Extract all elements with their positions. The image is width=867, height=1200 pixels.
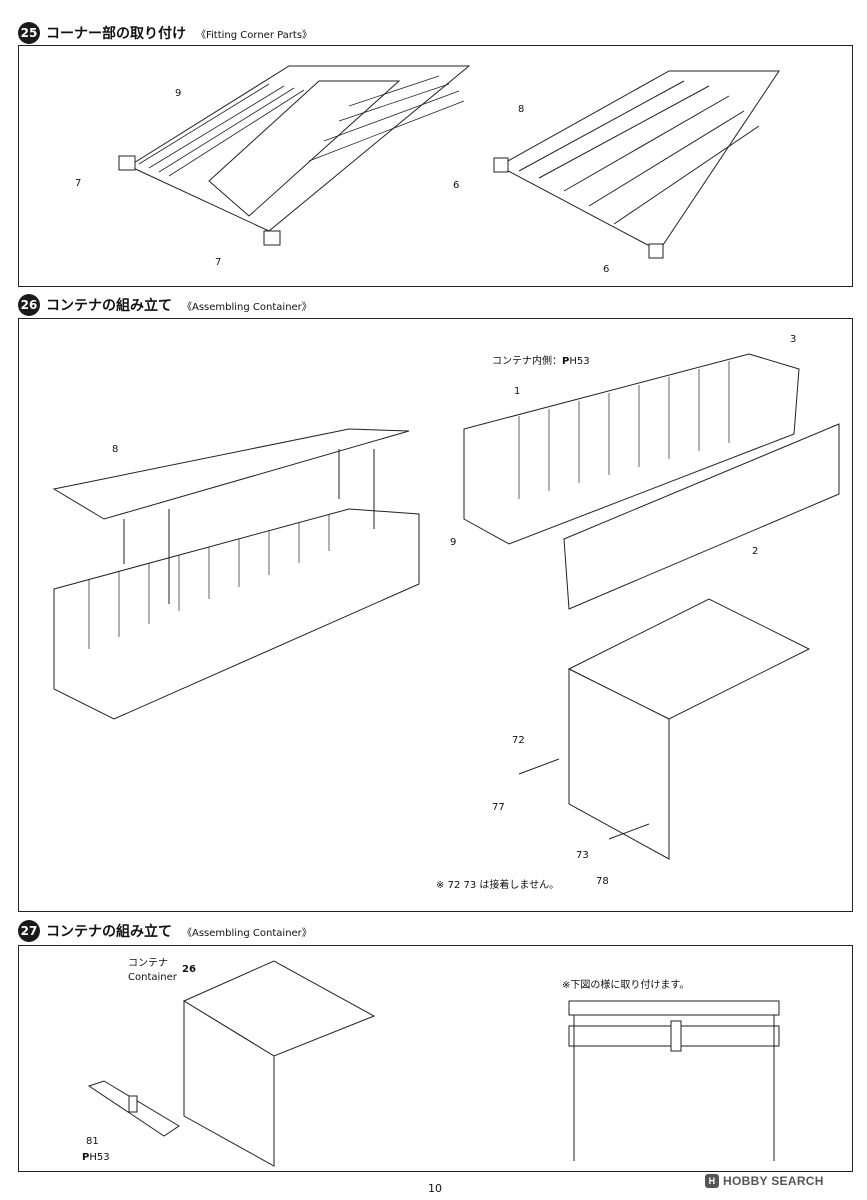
- step-25-header: 25 コーナー部の取り付け 《Fitting Corner Parts》: [18, 22, 312, 44]
- paint-note: PH53: [82, 1152, 110, 1163]
- inner-paint-note: コンテナ内側：PH53: [492, 356, 590, 367]
- note-part: 73: [463, 880, 477, 891]
- ref-step: 26: [182, 964, 196, 975]
- step-number: 25: [18, 22, 40, 44]
- paint-code: H53: [89, 1152, 110, 1163]
- watermark-text: HOBBY SEARCH: [723, 1174, 824, 1188]
- step-27-illustration: [87, 960, 780, 1167]
- container-label-en: Container: [128, 972, 177, 983]
- step-26-panel: [18, 318, 853, 912]
- step-subtitle: 《Fitting Corner Parts》: [196, 29, 313, 41]
- part-label: 6: [603, 264, 610, 275]
- step-subtitle: 《Assembling Container》: [182, 301, 312, 313]
- watermark: H HOBBY SEARCH: [705, 1174, 824, 1188]
- adhesive-note: ※ 72 73 は接着しません。: [436, 880, 559, 892]
- page-number: 10: [428, 1182, 442, 1195]
- step-title: コーナー部の取り付け: [46, 26, 186, 42]
- part-label: 8: [112, 444, 119, 455]
- part-label: 3: [790, 334, 797, 345]
- paint-code: H53: [569, 356, 590, 367]
- step-25-illustration: [118, 65, 780, 259]
- note-text: は接着しません。: [479, 880, 560, 891]
- part-label: 7: [215, 257, 222, 268]
- step-number: 26: [18, 294, 40, 316]
- step-number: 27: [18, 920, 40, 942]
- step-title: コンテナの組み立て: [46, 924, 172, 940]
- part-label: 8: [518, 104, 525, 115]
- step-subtitle: 《Assembling Container》: [182, 927, 312, 939]
- note-part: 72: [447, 880, 461, 891]
- container-label-jp: コンテナ: [128, 958, 168, 969]
- note-mark: ※: [436, 880, 445, 891]
- hobby-search-logo-icon: H: [705, 1174, 719, 1188]
- part-label: 9: [175, 88, 182, 99]
- step-27-header: 27 コンテナの組み立て 《Assembling Container》: [18, 920, 312, 942]
- part-label: 73: [576, 850, 589, 861]
- attach-note: ※下図の様に取り付けます。: [562, 980, 690, 991]
- part-label: 2: [752, 546, 759, 557]
- step-27-panel: [18, 945, 853, 1172]
- part-label: 77: [492, 802, 505, 813]
- part-label: 78: [596, 876, 609, 887]
- part-label: 6: [453, 180, 460, 191]
- part-label: 9: [450, 537, 457, 548]
- part-label: 81: [86, 1136, 99, 1147]
- step-title: コンテナの組み立て: [46, 298, 172, 314]
- step-25-panel: [18, 45, 853, 287]
- part-label: 72: [512, 735, 525, 746]
- inner-note-text: コンテナ内側：: [492, 356, 562, 367]
- part-label: 7: [75, 178, 82, 189]
- step-26-illustration: [52, 353, 840, 860]
- part-label: 1: [514, 386, 521, 397]
- step-26-header: 26 コンテナの組み立て 《Assembling Container》: [18, 294, 312, 316]
